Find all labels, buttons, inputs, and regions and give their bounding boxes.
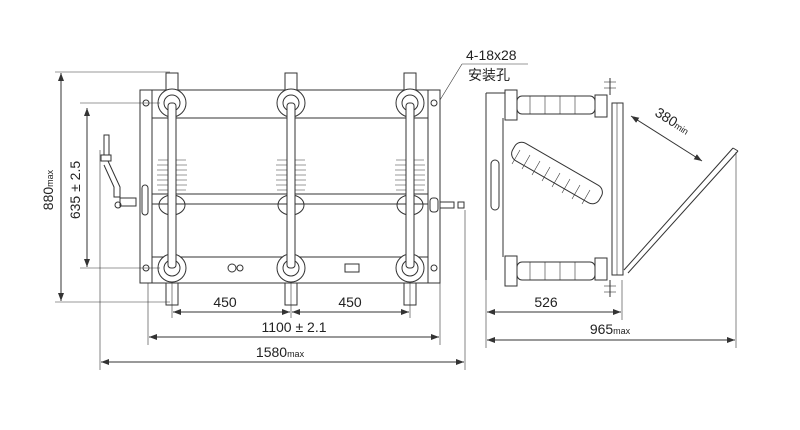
pole-spacing-left: 450 xyxy=(213,294,237,310)
operating-handle xyxy=(100,134,149,216)
clearance-suffix: min xyxy=(673,121,691,137)
top-insulator xyxy=(504,78,616,121)
pole-spacing-right: 450 xyxy=(338,294,362,310)
overall-width-suffix: max xyxy=(287,349,305,359)
overall-width-value: 1580 xyxy=(256,344,287,360)
pole-3 xyxy=(395,72,425,306)
mounting-plate xyxy=(611,102,624,276)
frame-width-value: 1100 ± 2.1 xyxy=(261,319,326,335)
callout-label: 安装孔 xyxy=(468,67,510,83)
pole-2 xyxy=(276,72,306,306)
height-dim-suffix: max xyxy=(45,169,55,187)
side-dimensions: 526 965max 380min xyxy=(485,104,737,348)
svg-text:880max: 880max xyxy=(40,169,56,210)
side-view xyxy=(485,78,739,297)
overall-depth-value: 965 xyxy=(590,321,614,337)
svg-text:965max: 965max xyxy=(590,321,631,337)
bottom-insulator xyxy=(504,255,616,297)
open-blade xyxy=(623,147,739,274)
front-dimensions: 880max 635 ± 2.5 450 450 1100 ± 2.1 1580… xyxy=(40,71,466,370)
mount-dim-value: 635 ± 2.5 xyxy=(67,161,83,219)
depth-dim-value: 526 xyxy=(534,294,558,310)
front-view xyxy=(100,72,465,306)
mounting-hole-callout: 4-18x28 安装孔 xyxy=(439,47,528,101)
overall-depth-suffix: max xyxy=(613,326,631,336)
svg-text:380min: 380min xyxy=(652,104,693,138)
diagonal-insulator xyxy=(490,141,603,211)
callout-spec: 4-18x28 xyxy=(466,47,517,63)
pole-1 xyxy=(157,72,187,306)
svg-text:1580max: 1580max xyxy=(256,344,305,360)
height-dim-value: 880 xyxy=(40,187,56,211)
